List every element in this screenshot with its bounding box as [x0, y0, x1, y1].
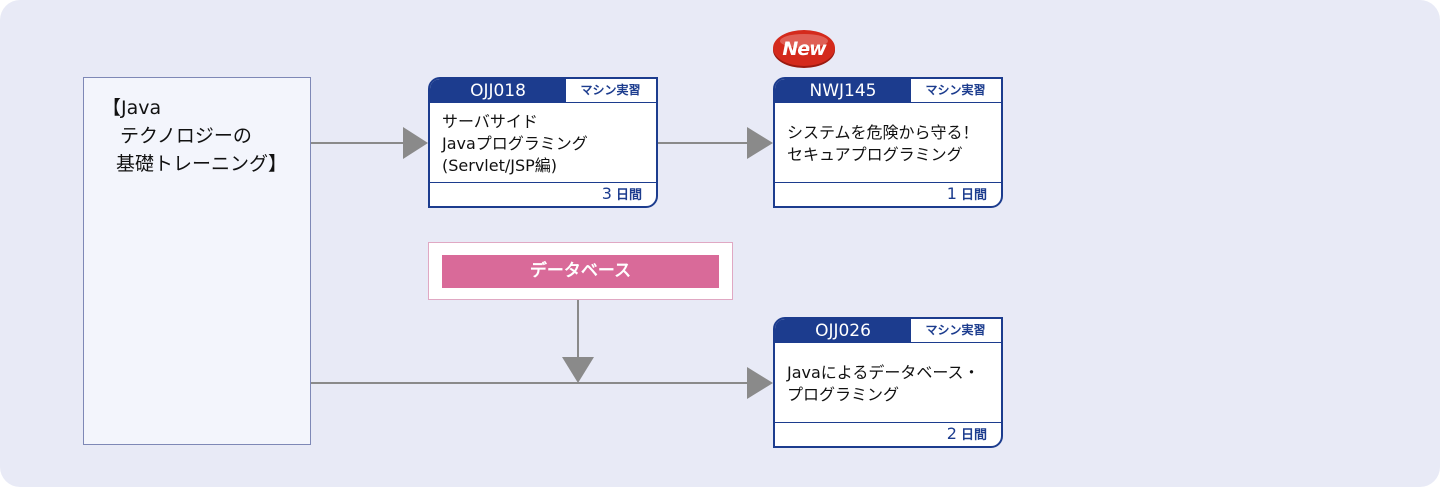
course-header: OJJ026 マシン実習	[775, 319, 1001, 343]
course-type-tag: マシン実習	[909, 319, 1001, 343]
course-code: NWJ145	[775, 79, 911, 103]
database-category-box: データベース	[428, 242, 733, 300]
prerequisite-line: 【Java	[102, 97, 162, 119]
course-title-line: (Servlet/JSP編)	[442, 155, 558, 175]
duration-unit: 日間	[960, 428, 987, 443]
course-title: Javaによるデータベース・ プログラミング	[787, 343, 993, 424]
course-title: システムを危険から守る！ セキュアプログラミング	[787, 103, 993, 184]
prerequisite-line: 基礎トレーニング】	[116, 153, 288, 175]
arrowhead-nwj145	[747, 127, 773, 159]
course-title-line: プログラミング	[787, 384, 900, 404]
course-type-tag: マシン実習	[564, 79, 656, 103]
duration-number: 1	[946, 184, 957, 203]
new-badge-icon	[773, 30, 835, 68]
course-title-line: セキュアプログラミング	[787, 144, 963, 164]
duration-number: 2	[946, 424, 957, 443]
course-header: OJJ018 マシン実習	[430, 79, 656, 103]
course-header: NWJ145 マシン実習	[775, 79, 1001, 103]
duration-number: 3	[601, 184, 612, 203]
prerequisite-line: テクノロジーの	[120, 125, 252, 147]
database-label: データベース	[442, 255, 719, 288]
new-badge-label: New	[782, 38, 826, 60]
course-title-line: サーバサイド	[442, 111, 538, 131]
course-title-line: システムを危険から守る！	[787, 122, 979, 142]
duration-unit: 日間	[615, 188, 642, 203]
duration-unit: 日間	[960, 188, 987, 203]
course-title: サーバサイド Javaプログラミング (Servlet/JSP編)	[442, 103, 648, 184]
arrowhead-ojj026	[747, 367, 773, 399]
arrowhead-database-down	[562, 357, 594, 383]
course-code: OJJ018	[430, 79, 566, 103]
course-title-line: Javaによるデータベース・	[787, 362, 980, 382]
prerequisite-box: 【Java テクノロジーの 基礎トレーニング】	[83, 77, 311, 445]
new-badge: New	[771, 28, 837, 70]
arrowhead-ojj018	[403, 127, 428, 159]
course-type-tag: マシン実習	[909, 79, 1001, 103]
course-card-ojj018[interactable]: OJJ018 マシン実習 サーバサイド Javaプログラミング (Servlet…	[428, 77, 658, 208]
course-code: OJJ026	[775, 319, 911, 343]
course-title-line: Javaプログラミング	[442, 133, 588, 153]
